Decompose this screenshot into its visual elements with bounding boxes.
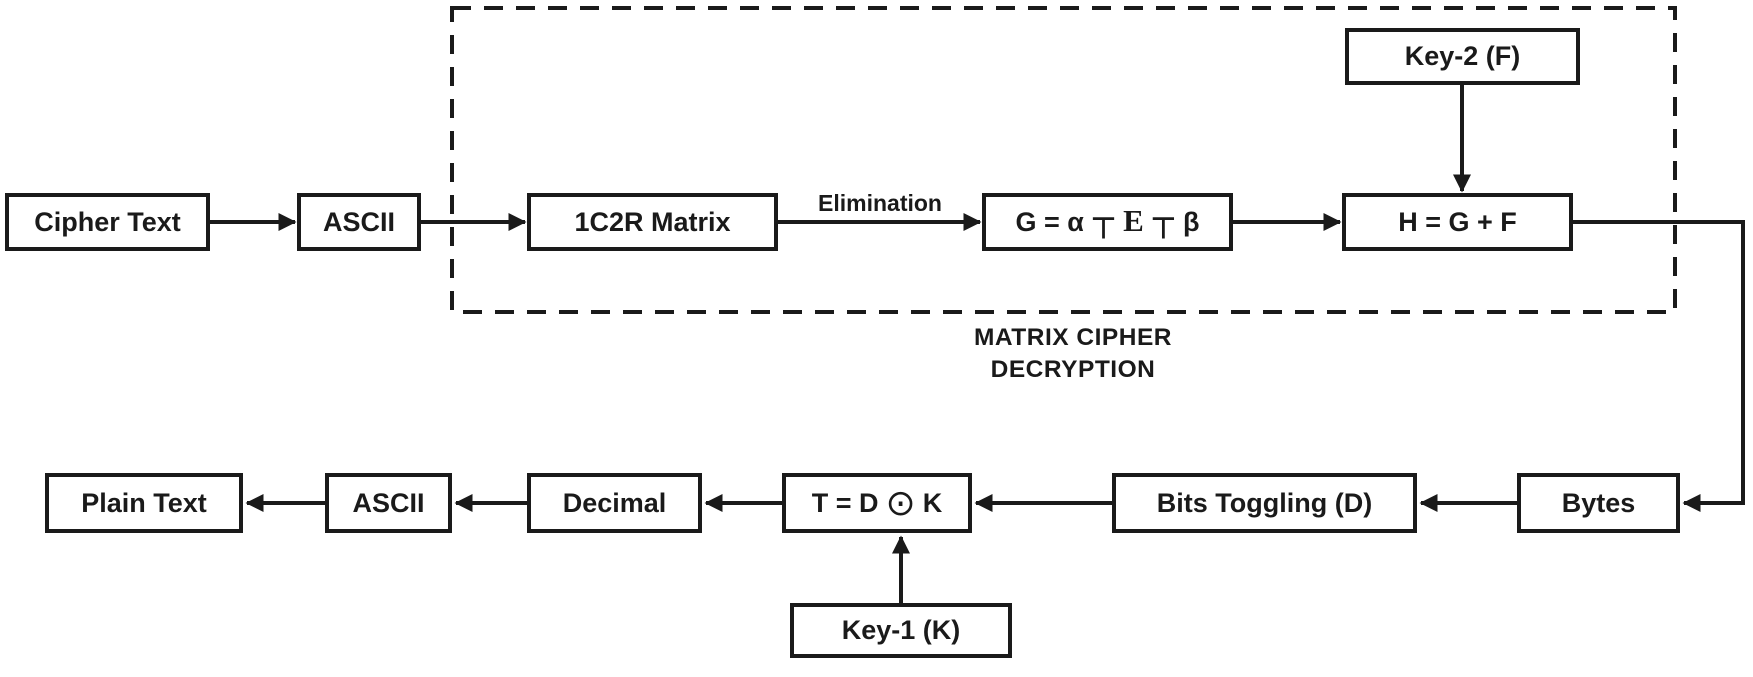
group-label-line1: MATRIX CIPHER	[974, 324, 1172, 351]
t-formula-prefix: T = D	[811, 487, 879, 518]
group-label-line2: DECRYPTION	[990, 356, 1156, 383]
down-tack-symbol: ⊤	[1090, 212, 1117, 245]
connector-h-to-bytes	[1573, 220, 1745, 512]
node-h-formula: H = G + F	[1342, 193, 1573, 251]
node-cipher-text: Cipher Text	[5, 193, 210, 251]
g-formula-prefix: G = α	[1015, 206, 1084, 237]
t-formula-k: K	[922, 487, 943, 518]
node-g-formula: G = α ⊤ E ⊤ β	[982, 193, 1233, 251]
g-formula-beta: β	[1183, 206, 1200, 237]
node-ascii-output: ASCII	[325, 473, 452, 533]
circled-dot-operator: ⊙	[885, 481, 916, 523]
node-ascii-input: ASCII	[297, 193, 421, 251]
node-bytes: Bytes	[1517, 473, 1680, 533]
node-bits-toggling: Bits Toggling (D)	[1112, 473, 1417, 533]
node-key2: Key-2 (F)	[1345, 28, 1580, 85]
node-decimal: Decimal	[527, 473, 702, 533]
down-tack-symbol: ⊤	[1150, 212, 1177, 245]
node-t-formula: T = D ⊙ K	[782, 473, 972, 533]
node-1c2r-matrix: 1C2R Matrix	[527, 193, 778, 251]
node-key1: Key-1 (K)	[790, 603, 1012, 658]
elimination-edge-label: Elimination	[818, 190, 942, 216]
node-plain-text: Plain Text	[45, 473, 243, 533]
matrix-cipher-group-border	[450, 6, 1677, 314]
matrix-cipher-group-label: MATRIX CIPHER DECRYPTION	[873, 322, 1273, 386]
g-formula-e: E	[1123, 203, 1144, 238]
